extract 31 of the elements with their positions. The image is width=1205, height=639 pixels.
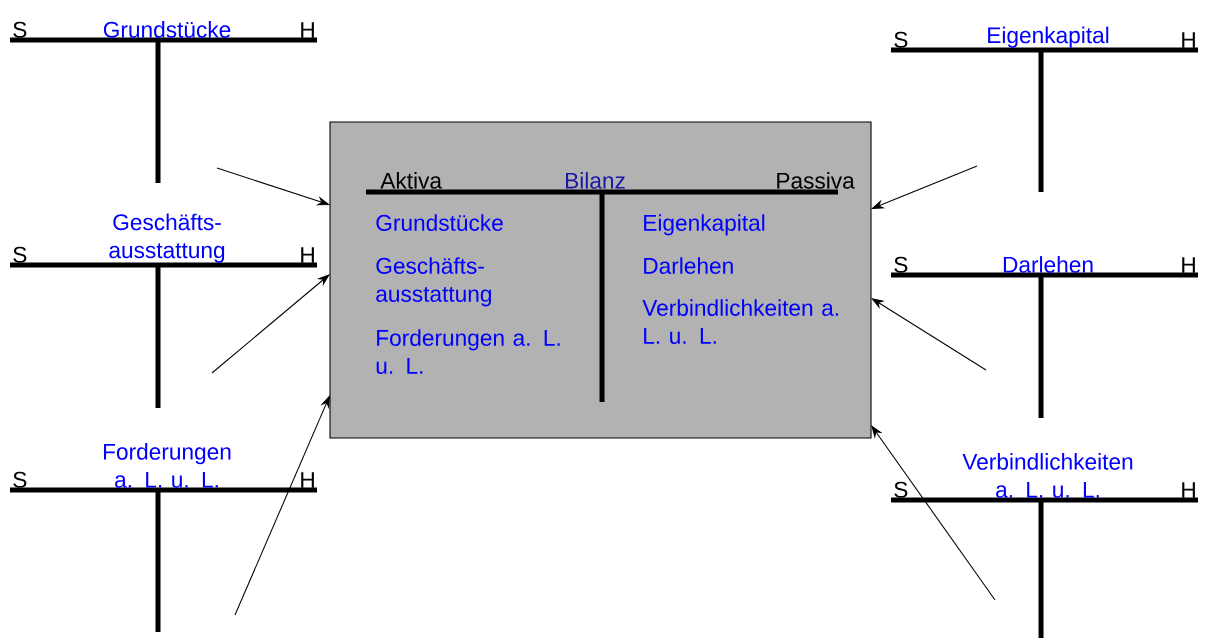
side-label: S (13, 246, 27, 263)
side-label: H (301, 247, 314, 263)
account-title: Eigenkapital (988, 26, 1109, 48)
side-label: H (301, 472, 314, 488)
balance-item: Verbindlichkeiten a. L. u. L. (642, 299, 838, 344)
side-label: S (894, 256, 908, 273)
balance-item: Darlehen (644, 257, 733, 274)
balance-title: Bilanz (566, 172, 625, 189)
side-label: S (894, 31, 908, 48)
balance-item: Geschäfts- ausstattung (376, 257, 491, 307)
account-title: Geschäfts- ausstattung (109, 213, 225, 263)
balance-item: Eigenkapital (644, 214, 765, 236)
side-label: H (301, 22, 314, 38)
balance-item: Grundstücke (376, 214, 503, 231)
side-label: H (1182, 32, 1195, 48)
arrow (211, 274, 330, 374)
account-title: Darlehen (1003, 256, 1093, 273)
column-heading: Passiva (777, 172, 855, 189)
account-title: Forderungen a. L. u. L. (103, 443, 231, 488)
arrow (871, 298, 987, 371)
side-label: S (894, 481, 908, 498)
side-label: H (1182, 482, 1195, 498)
arrow (871, 425, 996, 601)
column-heading: Aktiva (380, 172, 442, 189)
arrow (234, 395, 330, 616)
account-title: Verbindlichkeiten a. L. u. L. (962, 453, 1133, 498)
side-label: S (13, 21, 27, 38)
side-label: S (13, 471, 27, 488)
side-label: H (1182, 257, 1195, 273)
account-title: Grundstücke (103, 21, 231, 38)
balance-item: Forderungen a. L. u. L. (376, 329, 560, 374)
